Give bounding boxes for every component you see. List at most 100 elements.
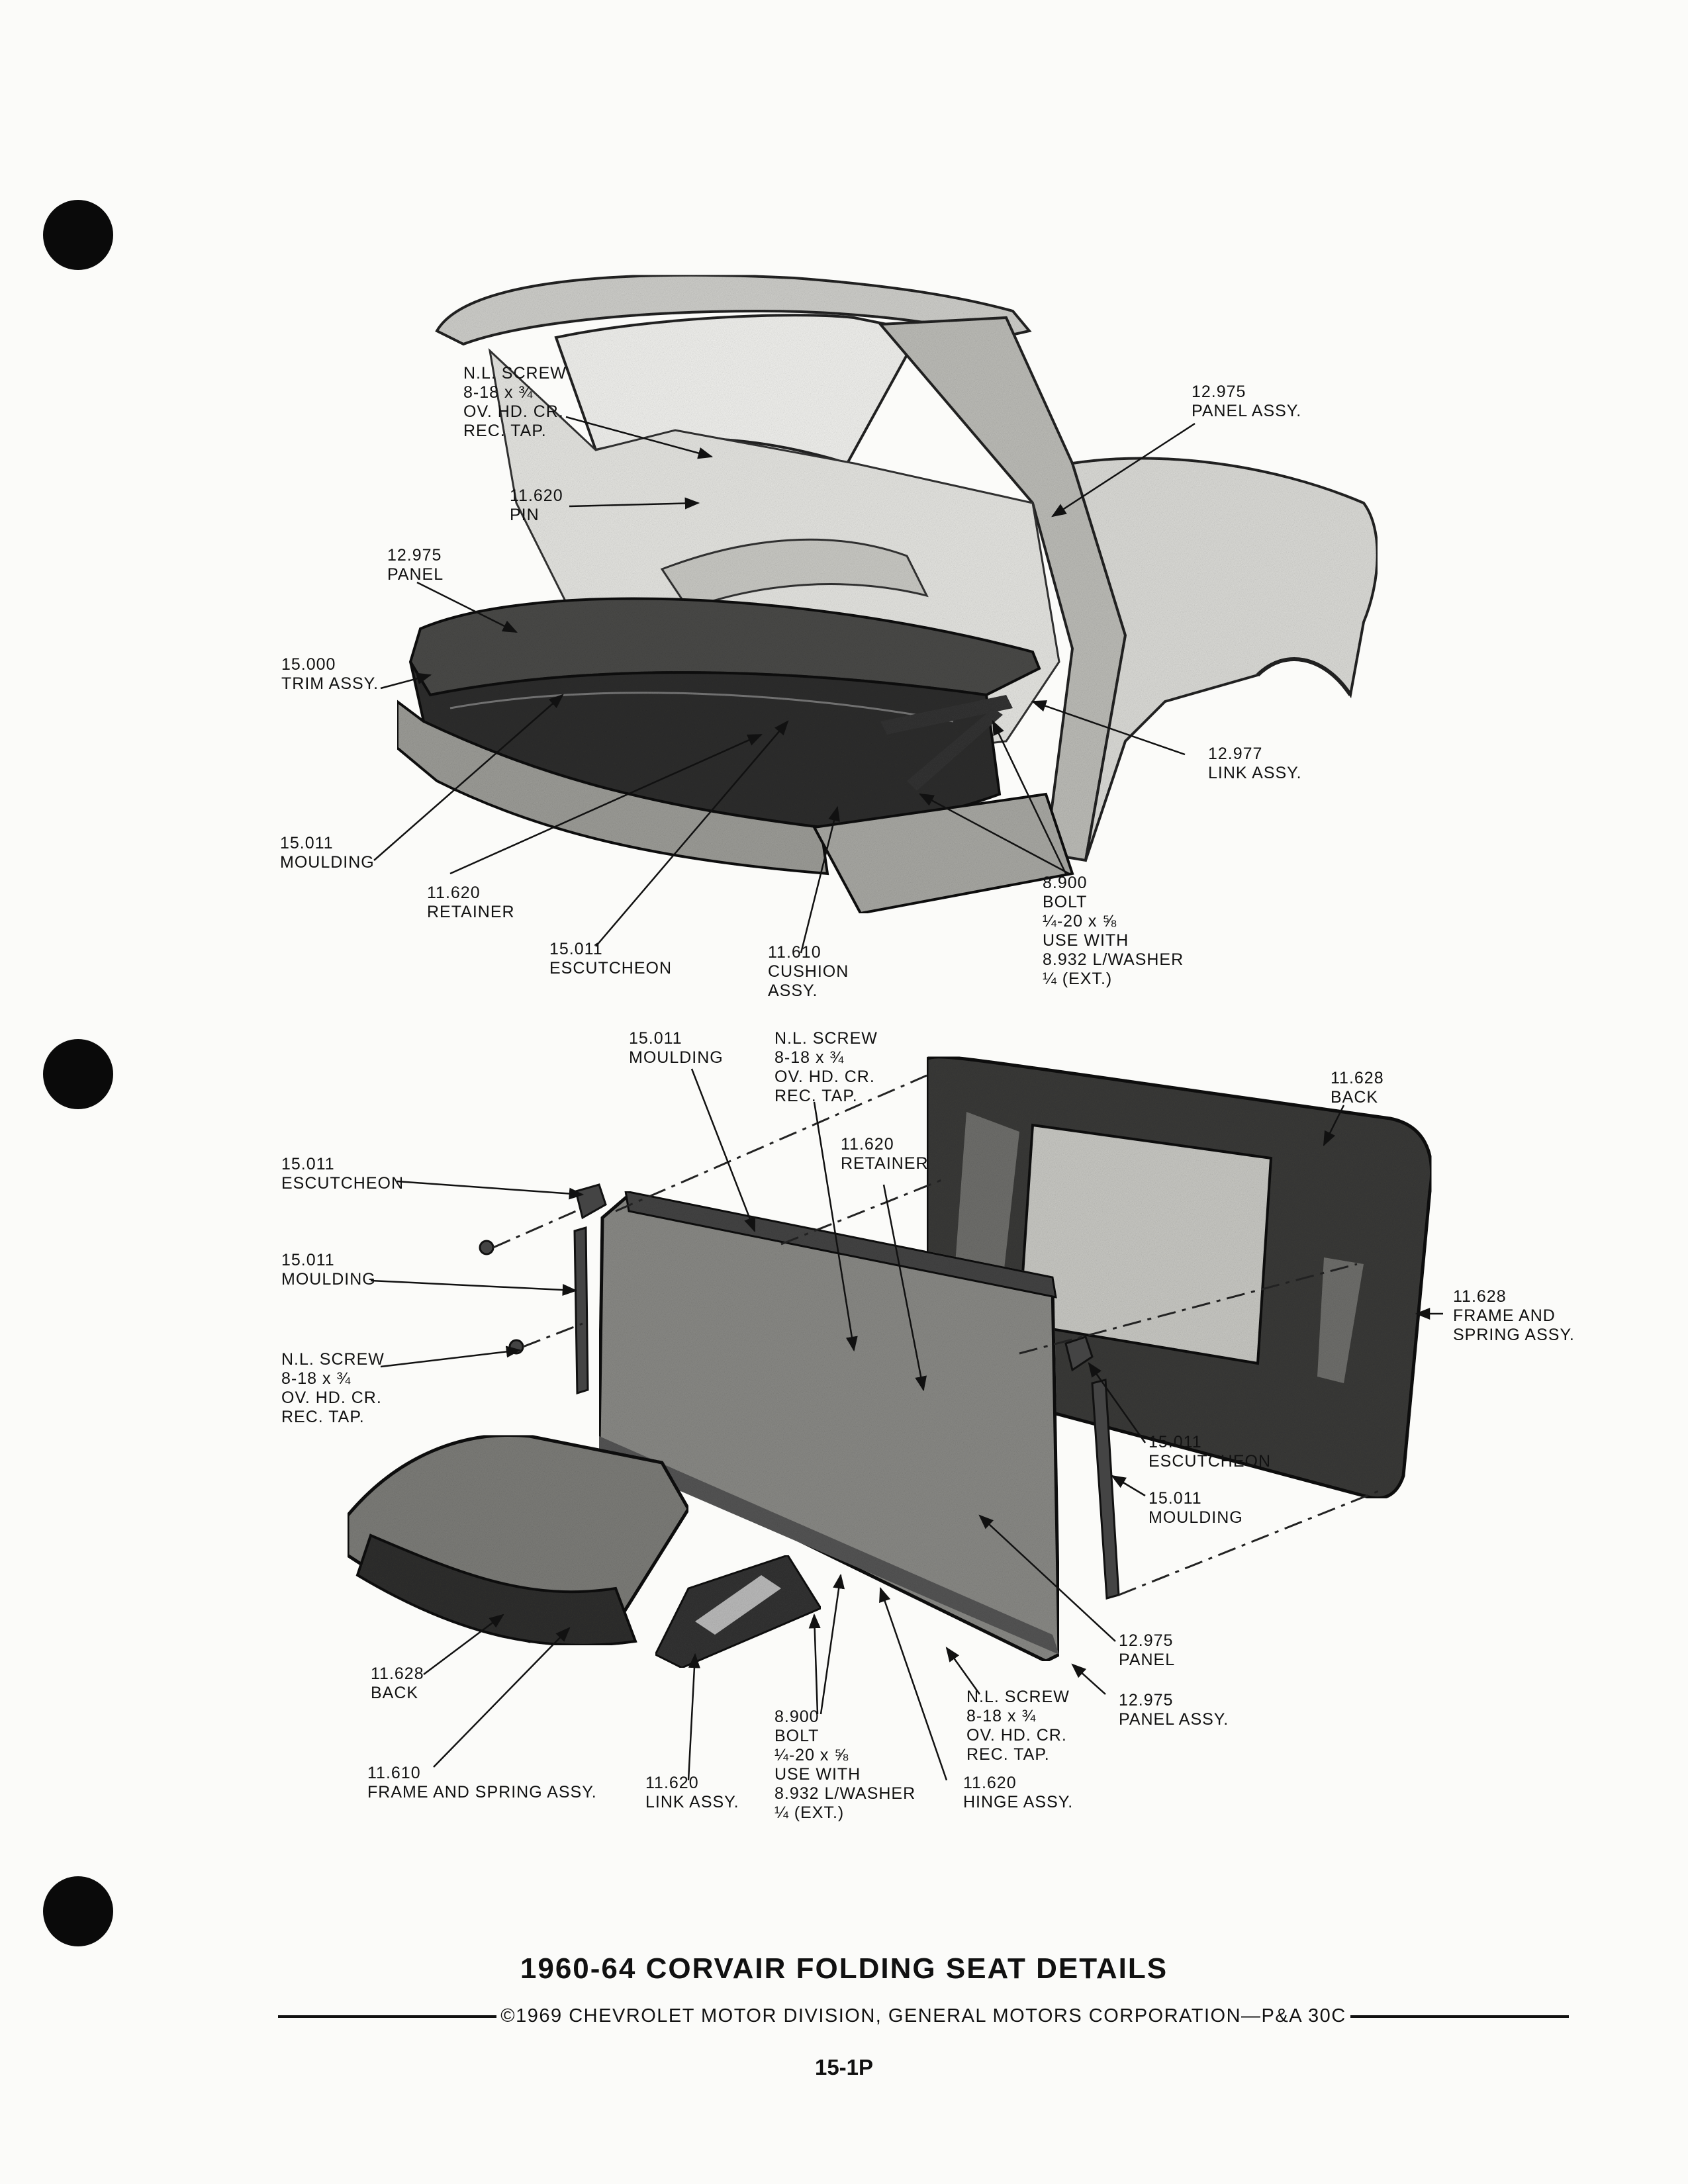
callout-line: 12.975 [1119,1631,1174,1650]
leader-lines-top [373,416,1196,954]
callout-line: BOLT [1043,893,1088,911]
callout-line: 8-18 x ¾ [463,383,534,402]
callout-line: USE WITH [774,1765,861,1784]
binder-hole-top [43,200,113,270]
callout-line: TRIM ASSY. [281,674,379,693]
callout-line: 11.628 [1331,1069,1384,1087]
callout-line: OV. HD. CR. [281,1388,382,1407]
callout-line: 12.977 [1208,745,1263,763]
callout-line: OV. HD. CR. [463,402,564,421]
alignment-lines [492,1074,1384,1596]
callout-line: 8.900 [1043,874,1088,892]
callout-line: CUSHION [768,962,849,981]
callout-line: FRAME AND [1453,1306,1556,1325]
callout-line: 11.610 [367,1764,421,1782]
copyright-rule-right [1350,2015,1569,2018]
callout-line: 15.011 [280,834,334,852]
callout-line: ESCUTCHEON [1149,1452,1272,1471]
callout-line: 11.620 [427,884,481,902]
callout-line: 11.628 [1453,1287,1507,1306]
callout-line: REC. TAP. [966,1745,1050,1764]
callout-line: 12.975 [1119,1691,1174,1709]
callout-line: N.L. SCREW [966,1688,1070,1706]
callout-line: ¼ (EXT.) [774,1803,845,1822]
link-assy-illustration [653,1554,823,1669]
copyright-line: ©1969 CHEVROLET MOTOR DIVISION, GENERAL … [278,2005,1569,2027]
callout-line: 15.011 [629,1029,682,1048]
callout-line: N.L. SCREW [281,1350,385,1369]
callout-line: OV. HD. CR. [774,1068,875,1086]
callout-line: 8-18 x ¾ [966,1707,1037,1725]
callout-line: 8.900 [774,1707,820,1726]
callout-line: MOULDING [629,1048,724,1067]
callout-line: OV. HD. CR. [966,1726,1067,1745]
callout-line: 11.628 [371,1664,424,1683]
callout-line: 12.975 [1192,383,1246,401]
callout-line: 15.011 [1149,1433,1202,1451]
callout-line: PANEL ASSY. [1192,402,1302,420]
callout-line: N.L. SCREW [774,1029,878,1048]
callout-line: 8.932 L/WASHER [774,1784,916,1803]
callout-line: BACK [1331,1088,1379,1107]
callout-line: RETAINER [427,903,515,921]
callout-line: ¼-20 x ⅝ [1043,912,1117,931]
binder-hole-bottom [43,1876,113,1946]
callout-line: HINGE ASSY. [963,1793,1074,1811]
callout-line: FRAME AND SPRING ASSY. [367,1783,597,1801]
callout-line: ESCUTCHEON [549,959,673,978]
callout-line: 11.620 [841,1135,894,1154]
callout-line: MOULDING [280,853,375,872]
callout-line: LINK ASSY. [645,1793,739,1811]
callout-line: PANEL [387,565,444,584]
copyright-rule-left [278,2015,497,2018]
callout-line: 11.620 [645,1774,699,1792]
callout-line: 8-18 x ¾ [774,1048,845,1067]
callout-line: ¼ (EXT.) [1043,970,1113,988]
seat-panel-illustration [597,1190,1061,1663]
callout-line: 11.610 [768,943,821,962]
callout-line: ¼-20 x ⅝ [774,1746,849,1764]
callout-line: 12.975 [387,546,442,565]
callout-line: 15.000 [281,655,336,674]
page-number: 15-1P [814,2055,874,2079]
seat-cushion-illustration [346,1433,690,1647]
callout-line: BACK [371,1684,419,1702]
callout-line: PIN [510,506,539,524]
callout-line: 15.011 [281,1155,335,1173]
callout-line: MOULDING [281,1270,376,1289]
callout-line: ASSY. [768,981,818,1000]
callout-line: 8.932 L/WASHER [1043,950,1184,969]
callout-line: RETAINER [841,1154,929,1173]
binder-hole-middle [43,1039,113,1109]
callout-line: ESCUTCHEON [281,1174,404,1193]
callout-line: 15.011 [549,940,603,958]
callout-line: REC. TAP. [281,1408,365,1426]
copyright-text: ©1969 CHEVROLET MOTOR DIVISION, GENERAL … [500,2005,1346,2026]
callout-line: PANEL [1119,1651,1176,1669]
